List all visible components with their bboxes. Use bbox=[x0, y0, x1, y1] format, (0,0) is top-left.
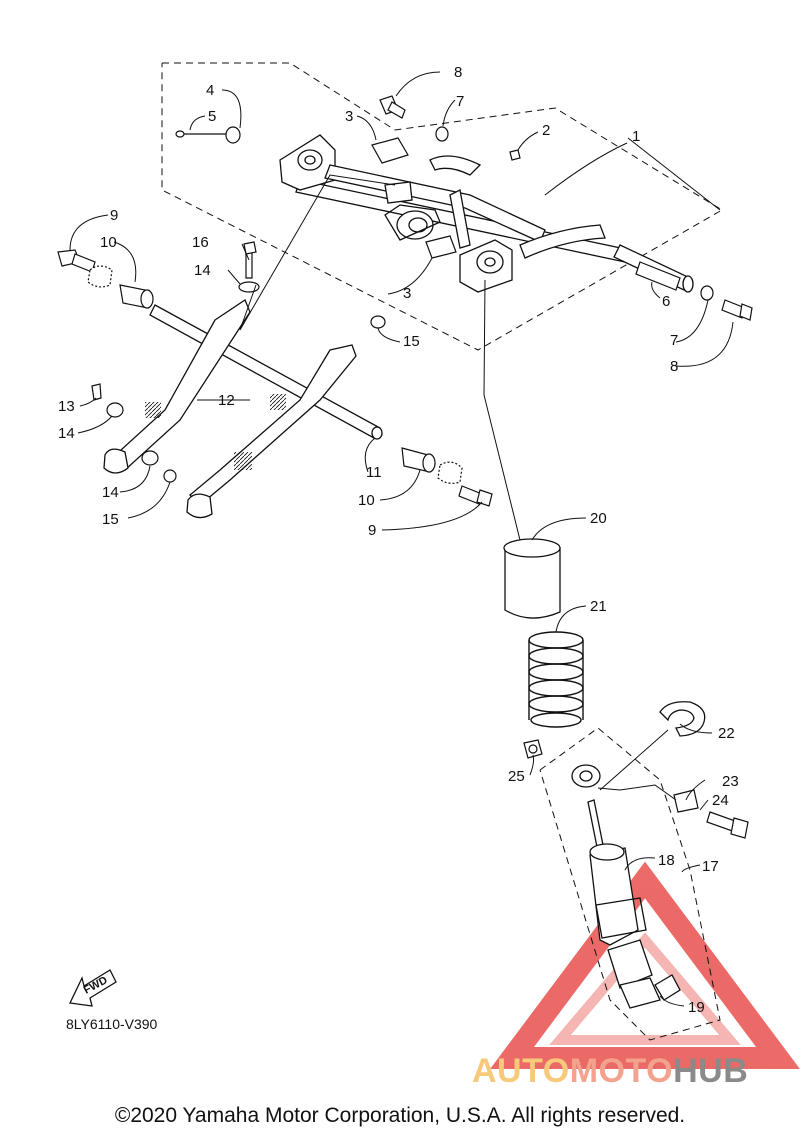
callout-4: 4 bbox=[206, 82, 214, 99]
callout-5: 5 bbox=[208, 108, 216, 125]
upper-hardware bbox=[175, 95, 753, 329]
watermark-wordmark: AUTOMOTOHUB bbox=[472, 1052, 748, 1091]
upper-a-arm bbox=[279, 134, 694, 293]
callout-14: 14 bbox=[58, 425, 75, 442]
callout-8: 8 bbox=[670, 358, 678, 375]
lower-left-hardware bbox=[91, 383, 177, 483]
callout-10: 10 bbox=[100, 234, 117, 251]
callout-8: 8 bbox=[454, 64, 462, 81]
callout-20: 20 bbox=[590, 510, 607, 527]
radius-rods bbox=[103, 299, 357, 519]
callout-21: 21 bbox=[590, 598, 607, 615]
pivot-shaft bbox=[149, 304, 383, 440]
group-outline-shock bbox=[539, 727, 721, 1041]
watermark-part-moto: MOTO bbox=[569, 1052, 674, 1090]
callout-19: 19 bbox=[688, 999, 705, 1016]
callout-17: 17 bbox=[702, 858, 719, 875]
group-outline-upper-arm bbox=[161, 62, 723, 351]
callout-22: 22 bbox=[718, 725, 735, 742]
callout-9: 9 bbox=[368, 522, 376, 539]
bump-stop bbox=[503, 538, 561, 619]
callout-7: 7 bbox=[670, 332, 678, 349]
callout-7: 7 bbox=[456, 93, 464, 110]
callout-14: 14 bbox=[102, 484, 119, 501]
bracket-plate bbox=[371, 137, 457, 259]
callout-23: 23 bbox=[722, 773, 739, 790]
fwd-arrow-icon: FWD bbox=[69, 969, 117, 1007]
spring-seat bbox=[659, 701, 706, 737]
callout-13: 13 bbox=[58, 398, 75, 415]
copyright-notice: ©2020 Yamaha Motor Corporation, U.S.A. A… bbox=[114, 1104, 686, 1127]
watermark-triangle bbox=[490, 861, 800, 1069]
callout-15: 15 bbox=[403, 333, 420, 350]
callout-12: 12 bbox=[218, 392, 235, 409]
callout-24: 24 bbox=[712, 792, 729, 809]
shock-hardware bbox=[523, 739, 749, 839]
callout-11: 11 bbox=[366, 464, 382, 481]
callout-3: 3 bbox=[403, 285, 411, 302]
callout-2: 2 bbox=[542, 122, 550, 139]
coil-spring bbox=[528, 631, 584, 728]
radius-rod-bushings bbox=[57, 249, 493, 507]
watermark-part-auto: AUTO bbox=[472, 1052, 570, 1090]
shock-absorber bbox=[571, 764, 681, 1009]
callout-16: 16 bbox=[192, 234, 209, 251]
callout-numbers: 8 7 4 5 3 2 1 9 10 16 14 3 15 6 7 8 13 1… bbox=[58, 64, 739, 1016]
callout-18: 18 bbox=[658, 852, 675, 869]
callout-9: 9 bbox=[110, 207, 118, 224]
watermark-part-hub: HUB bbox=[673, 1052, 749, 1090]
callout-14: 14 bbox=[194, 262, 211, 279]
diagram-reference-code: 8LY6110-V390 bbox=[66, 1016, 158, 1032]
callout-3: 3 bbox=[345, 108, 353, 125]
callout-15: 15 bbox=[102, 511, 119, 528]
callout-25: 25 bbox=[508, 768, 525, 785]
callout-6: 6 bbox=[662, 293, 670, 310]
leader-lines bbox=[69, 71, 734, 1007]
callout-10: 10 bbox=[358, 492, 375, 509]
callout-1: 1 bbox=[632, 128, 640, 145]
